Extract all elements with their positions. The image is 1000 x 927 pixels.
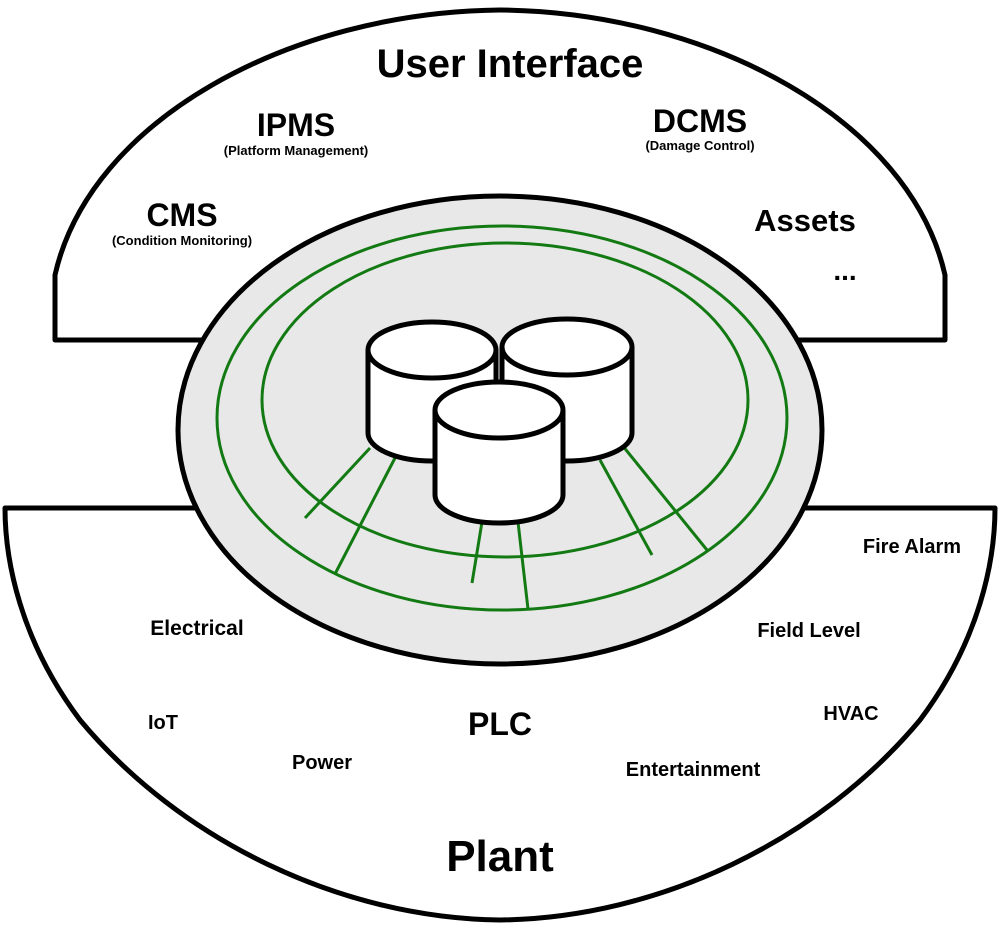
cms-label: CMS — [146, 197, 217, 233]
network-spoke — [620, 444, 709, 551]
fire-alarm-label: Fire Alarm — [863, 536, 961, 558]
network-spoke — [303, 446, 372, 520]
network-ring-inner — [260, 241, 750, 559]
network-spoke — [516, 521, 530, 610]
plant-segment — [2, 505, 998, 923]
network-spoke — [470, 521, 484, 584]
ipms-detail: (Platform Management) — [224, 143, 368, 158]
cms-detail: (Condition Monitoring) — [112, 233, 252, 248]
field-level-label: Field Level — [757, 620, 860, 642]
electrical-label: Electrical — [150, 617, 243, 640]
user-interface-segment — [52, 7, 948, 343]
ipms-label: IPMS — [257, 107, 335, 143]
plant-title: Plant — [446, 832, 554, 881]
assets-label: Assets — [754, 203, 856, 238]
entertainment-label: Entertainment — [626, 759, 761, 781]
plc-label: PLC — [468, 706, 532, 742]
network-spokes — [303, 444, 709, 610]
dcms-detail: (Damage Control) — [645, 138, 754, 153]
network-ring-outer — [215, 224, 789, 612]
more-ellipsis: ... — [833, 255, 856, 286]
iot-label: IoT — [148, 712, 178, 734]
user-interface-title: User Interface — [377, 42, 644, 86]
network-spoke — [333, 457, 397, 575]
hvac-label: HVAC — [823, 703, 878, 725]
dcms-label: DCMS — [653, 103, 747, 139]
network-spoke — [598, 459, 654, 556]
power-label: Power — [292, 752, 352, 774]
network-rings — [215, 224, 789, 612]
database-icon — [432, 379, 566, 526]
